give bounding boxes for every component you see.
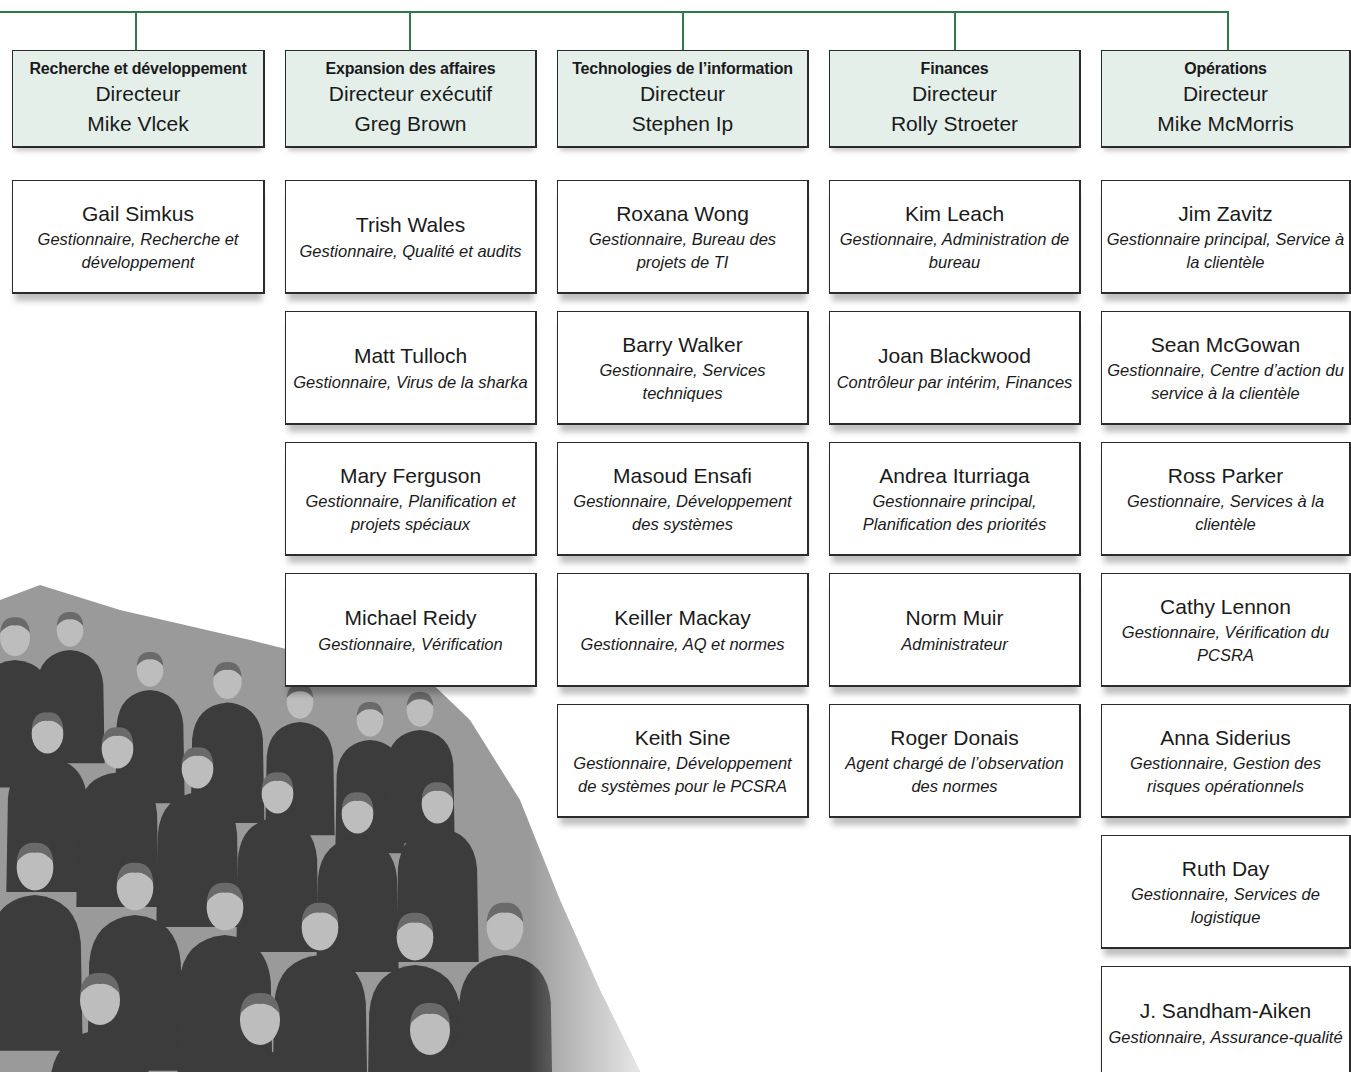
manager-box: Roxana WongGestionnaire, Bureau des proj…	[557, 180, 809, 294]
person-name: Roxana Wong	[616, 200, 749, 228]
person-name: Mike Vlcek	[87, 109, 189, 138]
manager-box: Keiller MackayGestionnaire, AQ et normes	[557, 573, 809, 687]
job-title: Gestionnaire, Planification et projets s…	[290, 490, 531, 535]
manager-box: Anna SideriusGestionnaire, Gestion des r…	[1101, 704, 1351, 818]
manager-box: Michael ReidyGestionnaire, Vérification	[285, 573, 537, 687]
manager-box: Gail SimkusGestionnaire, Recherche et dé…	[12, 180, 265, 294]
person-name: Cathy Lennon	[1160, 593, 1291, 621]
drop-line	[954, 12, 956, 50]
manager-box: Roger DonaisAgent chargé de l’observatio…	[829, 704, 1081, 818]
org-tree-line	[0, 12, 1229, 50]
manager-box: Keith SineGestionnaire, Développement de…	[557, 704, 809, 818]
person-name: Mike McMorris	[1157, 109, 1294, 138]
department-box: Technologies de l’informationDirecteurSt…	[557, 50, 809, 148]
role-title: Directeur	[640, 79, 725, 108]
department-name: Recherche et développement	[29, 59, 246, 79]
job-title: Gestionnaire, Services techniques	[562, 359, 803, 404]
person-name: Rolly Stroeter	[891, 109, 1018, 138]
department-name: Finances	[921, 59, 989, 79]
department-box: FinancesDirecteurRolly Stroeter	[829, 50, 1081, 148]
manager-box: Ross ParkerGestionnaire, Services à la c…	[1101, 442, 1351, 556]
person-name: Andrea Iturriaga	[879, 462, 1030, 490]
manager-box: Andrea IturriagaGestionnaire principal, …	[829, 442, 1081, 556]
person-name: Ruth Day	[1182, 855, 1270, 883]
person-name: Keiller Mackay	[614, 604, 751, 632]
manager-box: Norm MuirAdministrateur	[829, 573, 1081, 687]
person-name: Stephen Ip	[632, 109, 734, 138]
person-name: Keith Sine	[635, 724, 731, 752]
person-name: Barry Walker	[622, 331, 743, 359]
manager-box: Kim LeachGestionnaire, Administration de…	[829, 180, 1081, 294]
person-name: Ross Parker	[1168, 462, 1284, 490]
job-title: Gestionnaire, Qualité et audits	[300, 240, 522, 262]
job-title: Gestionnaire, Administration de bureau	[834, 228, 1075, 273]
job-title: Gestionnaire, Services de logistique	[1106, 883, 1345, 928]
department-name: Expansion des affaires	[326, 59, 496, 79]
person-name: Michael Reidy	[345, 604, 477, 632]
job-title: Gestionnaire, Développement de systèmes …	[562, 752, 803, 797]
person-name: Masoud Ensafi	[613, 462, 752, 490]
person-name: Gail Simkus	[82, 200, 194, 228]
job-title: Gestionnaire, Bureau des projets de TI	[562, 228, 803, 273]
role-title: Directeur exécutif	[329, 79, 492, 108]
job-title: Gestionnaire, Services à la clientèle	[1106, 490, 1345, 535]
job-title: Administrateur	[901, 633, 1007, 655]
role-title: Directeur	[1183, 79, 1268, 108]
person-name: Trish Wales	[356, 211, 465, 239]
job-title: Gestionnaire, Gestion des risques opérat…	[1106, 752, 1345, 797]
drop-line	[682, 12, 684, 50]
trunk-line	[0, 11, 1229, 13]
drop-line	[409, 12, 411, 50]
manager-box: Masoud EnsafiGestionnaire, Développement…	[557, 442, 809, 556]
person-name: Jim Zavitz	[1178, 200, 1273, 228]
person-name: Anna Siderius	[1160, 724, 1291, 752]
person-name: Mary Ferguson	[340, 462, 481, 490]
job-title: Gestionnaire, Développement des systèmes	[562, 490, 803, 535]
job-title: Gestionnaire, Virus de la sharka	[293, 371, 528, 393]
person-name: Sean McGowan	[1151, 331, 1300, 359]
person-name: Matt Tulloch	[354, 342, 467, 370]
person-name: Norm Muir	[906, 604, 1004, 632]
job-title: Gestionnaire principal, Planification de…	[834, 490, 1075, 535]
department-name: Opérations	[1184, 59, 1266, 79]
manager-box: Trish WalesGestionnaire, Qualité et audi…	[285, 180, 537, 294]
person-name: Joan Blackwood	[878, 342, 1031, 370]
manager-box: Cathy LennonGestionnaire, Vérification d…	[1101, 573, 1351, 687]
department-box: Expansion des affairesDirecteur exécutif…	[285, 50, 537, 148]
job-title: Agent chargé de l’observation des normes	[834, 752, 1075, 797]
job-title: Gestionnaire, Recherche et développement	[17, 228, 259, 273]
manager-box: Barry WalkerGestionnaire, Services techn…	[557, 311, 809, 425]
job-title: Gestionnaire, Centre d’action du service…	[1106, 359, 1345, 404]
person-name: Kim Leach	[905, 200, 1004, 228]
manager-box: Joan BlackwoodContrôleur par intérim, Fi…	[829, 311, 1081, 425]
manager-box: Mary FergusonGestionnaire, Planification…	[285, 442, 537, 556]
job-title: Gestionnaire, Vérification	[318, 633, 502, 655]
role-title: Directeur	[95, 79, 180, 108]
manager-box: Matt TullochGestionnaire, Virus de la sh…	[285, 311, 537, 425]
department-name: Technologies de l’information	[572, 59, 793, 79]
job-title: Gestionnaire, AQ et normes	[581, 633, 785, 655]
person-name: Greg Brown	[354, 109, 466, 138]
manager-box: Ruth DayGestionnaire, Services de logist…	[1101, 835, 1351, 949]
manager-box: Jim ZavitzGestionnaire principal, Servic…	[1101, 180, 1351, 294]
job-title: Gestionnaire, Assurance-qualité	[1108, 1026, 1342, 1048]
job-title: Gestionnaire, Vérification du PCSRA	[1106, 621, 1345, 666]
job-title: Contrôleur par intérim, Finances	[837, 371, 1073, 393]
department-box: OpérationsDirecteurMike McMorris	[1101, 50, 1351, 148]
person-name: Roger Donais	[890, 724, 1018, 752]
person-name: J. Sandham-Aiken	[1140, 997, 1312, 1025]
drop-line	[135, 12, 137, 50]
manager-box: J. Sandham-AikenGestionnaire, Assurance-…	[1101, 966, 1351, 1072]
drop-line	[1227, 12, 1229, 50]
manager-box: Sean McGowanGestionnaire, Centre d’actio…	[1101, 311, 1351, 425]
department-box: Recherche et développementDirecteurMike …	[12, 50, 265, 148]
role-title: Directeur	[912, 79, 997, 108]
job-title: Gestionnaire principal, Service à la cli…	[1106, 228, 1345, 273]
